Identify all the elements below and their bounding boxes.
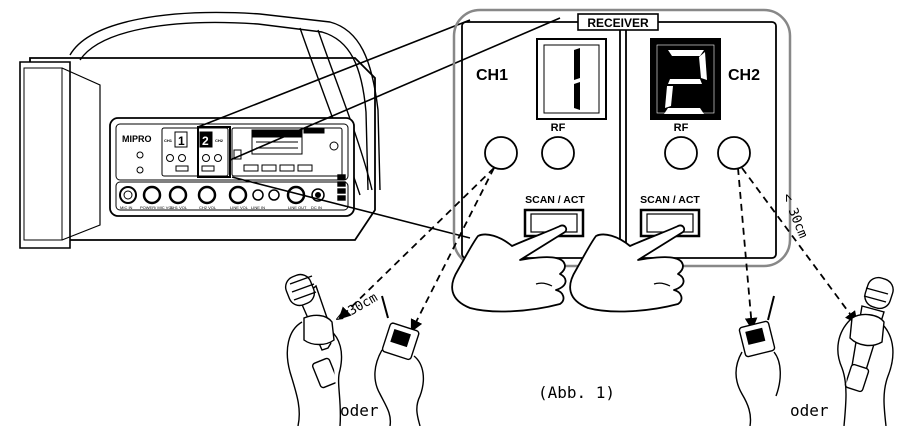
mini-digit-2: 2 <box>202 134 209 148</box>
knob-label: CH1 VOL <box>170 205 188 210</box>
distance-label-left: < 30cm <box>332 290 380 327</box>
ch2-rf-indicator <box>664 136 698 170</box>
knob-label: MIC IN <box>120 205 133 210</box>
device-receiver-module <box>161 127 229 177</box>
ch2-display <box>650 38 721 120</box>
arrow-ch1-to-bodypack <box>410 167 495 333</box>
arrow-ch2-to-handheld <box>741 167 858 325</box>
pairing-arrows <box>338 167 858 333</box>
mini-ch2-label: CH2 <box>215 138 224 143</box>
ch1-display <box>536 38 607 120</box>
hand-pressing-ch1-icon <box>451 224 568 313</box>
mini-ch1-label: CH1 <box>164 138 173 143</box>
scan-label-ch1: SCAN / ACT <box>525 194 585 206</box>
receiver-title: RECEIVER <box>587 16 649 30</box>
power-indicator <box>136 166 144 174</box>
ch1-ir-sensor <box>484 136 518 170</box>
alarm-indicator <box>136 151 144 159</box>
brand-logo-text: MIPRO <box>122 134 152 144</box>
knob-label: LINE VOL <box>230 205 249 210</box>
handheld-microphone-right-icon <box>837 276 894 426</box>
knob-label: CH2 VOL <box>199 205 217 210</box>
player-display-module <box>231 127 343 177</box>
knob-label: LINE OUT <box>288 205 307 210</box>
portable-pa-device <box>19 11 381 249</box>
mini-digit-1: 1 <box>178 134 185 148</box>
ch1-label: CH1 <box>476 67 508 84</box>
scan-label-ch2: SCAN / ACT <box>640 194 700 206</box>
bodypack-transmitter-right-icon <box>735 295 781 426</box>
device-knob-row <box>119 185 325 205</box>
distance-label-right: < 30cm <box>779 191 811 240</box>
handheld-microphone-left-icon <box>284 273 343 426</box>
ch2-ir-sensor <box>717 136 751 170</box>
bodypack-transmitter-left-icon <box>374 295 425 426</box>
knob-label: DC IN <box>311 205 322 210</box>
knob-label: LINE IN <box>251 205 265 210</box>
arrow-ch2-to-bodypack <box>737 167 758 331</box>
oder-label-right: oder <box>790 401 829 420</box>
hand-pressing-ch2-icon <box>569 224 686 313</box>
ch1-rf-indicator <box>541 136 575 170</box>
oder-label-left: oder <box>340 401 379 420</box>
knob-labels: MIC IN POWER/ MIC VOL CH1 VOL CH2 VOL LI… <box>120 205 322 210</box>
knob-label: POWER/ MIC VOL <box>140 205 175 210</box>
rf-label-ch1: RF <box>551 122 566 134</box>
zoom-callout-lines <box>197 17 561 239</box>
rf-label-ch2: RF <box>674 122 689 134</box>
figure-caption: (Abb. 1) <box>538 383 615 402</box>
ch2-label: CH2 <box>728 67 760 84</box>
